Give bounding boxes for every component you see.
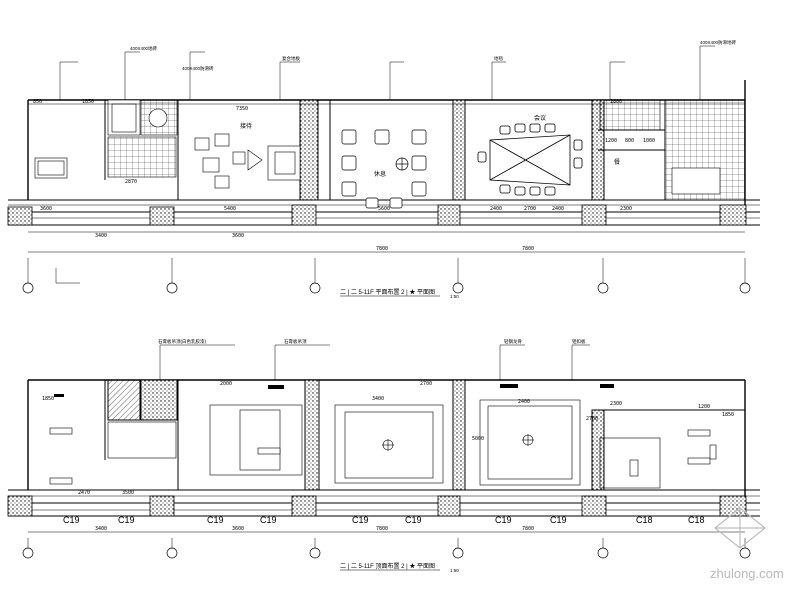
bottom-plan-caption: 二 | 二 5-11F 顶面布置 2 | ★ 平面图 (340, 562, 435, 570)
bottom-inner-dim-9: 2300 (610, 401, 622, 407)
top-dim-bottom-2: 7800 (376, 246, 388, 252)
top-leader-2: 400X400防滑地砖 (700, 39, 737, 46)
window-label: C19 (260, 515, 277, 525)
top-dim-mid-0: 3600 (40, 206, 52, 212)
bottom-leader-0: 石膏板吊顶(白色乳胶漆) (158, 338, 206, 345)
room-label-rest: 休息 (374, 170, 386, 178)
bottom-inner-dim-11: 1850 (722, 412, 734, 418)
window-label: C19 (118, 515, 135, 525)
top-leader-0: 400X400地砖 (130, 45, 158, 52)
bottom-columns (7, 495, 747, 517)
top-wet-areas (107, 99, 746, 201)
top-dim-mid-1: 5400 (224, 206, 236, 212)
window-label: C18 (688, 515, 705, 525)
room-label-reception: 接待 (240, 122, 252, 130)
bottom-dim-2: 7800 (376, 526, 388, 532)
window-label: C19 (550, 515, 567, 525)
window-label: C19 (63, 515, 80, 525)
bottom-axis-bubbles (22, 547, 751, 559)
top-dim-top-1: 1850 (82, 99, 94, 105)
top-dim-mid-5: 2400 (552, 206, 564, 212)
bottom-inner-dim-4: 3400 (372, 396, 384, 402)
bottom-inner-dim-2: 3500 (122, 490, 134, 496)
bottom-partitions (104, 379, 745, 491)
top-leaders (55, 45, 715, 284)
bottom-inner-dim-7: 2400 (518, 399, 530, 405)
bottom-leader-2: 轻钢龙骨 (504, 338, 522, 345)
top-floor-plan: 接待 休息 会议 餐 850 1850 2870 7350 1800 1200 … (7, 39, 760, 299)
top-dim-top-0: 850 (33, 99, 42, 105)
watermark-logo-icon (714, 507, 766, 549)
top-leader-4: 地毯 (494, 55, 503, 61)
window-label: C19 (495, 515, 512, 525)
bottom-inner-dim-6: 5000 (472, 436, 484, 442)
top-dim-top-7: 1000 (643, 138, 655, 144)
top-dimension-lines (27, 103, 746, 285)
bottom-ceiling-plan: C19 C19 C19 C19 C19 C19 C19 C19 C18 C18 … (7, 338, 760, 573)
bottom-leader-1: 石膏板吊顶 (284, 338, 307, 345)
top-dim-top-2: 2870 (125, 179, 137, 185)
top-plan-caption: 二 | 二 5-11F 平面布置 2 | ★ 平面图 (340, 288, 435, 296)
window-label: C19 (207, 515, 224, 525)
top-leader-1: 400X400防滑砖 (182, 65, 214, 72)
top-dim-top-4: 1800 (610, 99, 622, 105)
top-dim-top-3: 7350 (236, 106, 248, 112)
top-dim-bottom-3: 7800 (522, 246, 534, 252)
window-label: C18 (636, 515, 653, 525)
top-reception-furniture (34, 133, 301, 189)
top-dim-mid-4: 2700 (524, 206, 536, 212)
top-dim-bottom-0: 3400 (95, 233, 107, 239)
bottom-outer-walls (8, 379, 760, 517)
bottom-dimension-lines (27, 531, 746, 552)
watermark: zhulong.com (710, 507, 784, 581)
bottom-inner-dim-5: 2700 (420, 381, 432, 387)
top-dim-mid-2: 5600 (378, 206, 390, 212)
bottom-inner-dim-10: 1200 (698, 404, 710, 410)
top-dim-mid-6: 2300 (620, 206, 632, 212)
top-dim-top-6: 800 (625, 138, 634, 144)
window-label: C19 (405, 515, 422, 525)
top-leader-3: 复合地板 (282, 55, 300, 62)
bottom-inner-dim-0: 1850 (42, 396, 54, 402)
bottom-inner-dim-3: 2000 (220, 381, 232, 387)
bottom-leader-3: 铝扣板 (572, 338, 586, 345)
top-dim-bottom-1: 3600 (232, 233, 244, 239)
top-lounge-chairs (341, 129, 427, 209)
bottom-dim-1: 3600 (232, 526, 244, 532)
window-label: C19 (352, 515, 369, 525)
watermark-text: zhulong.com (710, 566, 784, 581)
top-axis-bubbles (22, 282, 751, 294)
top-dim-top-5: 1200 (605, 138, 617, 144)
room-label-dining: 餐 (614, 158, 620, 166)
bottom-dim-0: 3400 (95, 526, 107, 532)
bottom-light-fixtures (49, 427, 717, 485)
top-columns (7, 204, 747, 226)
bottom-plan-scale: 1:50 (450, 568, 459, 573)
top-meeting-table (477, 123, 583, 196)
bottom-inner-dim-1: 2470 (78, 490, 90, 496)
bottom-window-labels: C19 C19 C19 C19 C19 C19 C19 C19 C18 C18 (63, 515, 705, 525)
bottom-ceiling-features (107, 399, 661, 489)
top-dim-mid-3: 2400 (490, 206, 502, 212)
top-plan-scale: 1:50 (450, 294, 459, 299)
bottom-strip-lights (54, 384, 614, 397)
bottom-leaders (159, 344, 590, 380)
bottom-inner-dim-8: 2700 (586, 416, 598, 422)
bottom-dim-3: 7800 (522, 526, 534, 532)
room-label-meeting: 会议 (534, 114, 546, 122)
